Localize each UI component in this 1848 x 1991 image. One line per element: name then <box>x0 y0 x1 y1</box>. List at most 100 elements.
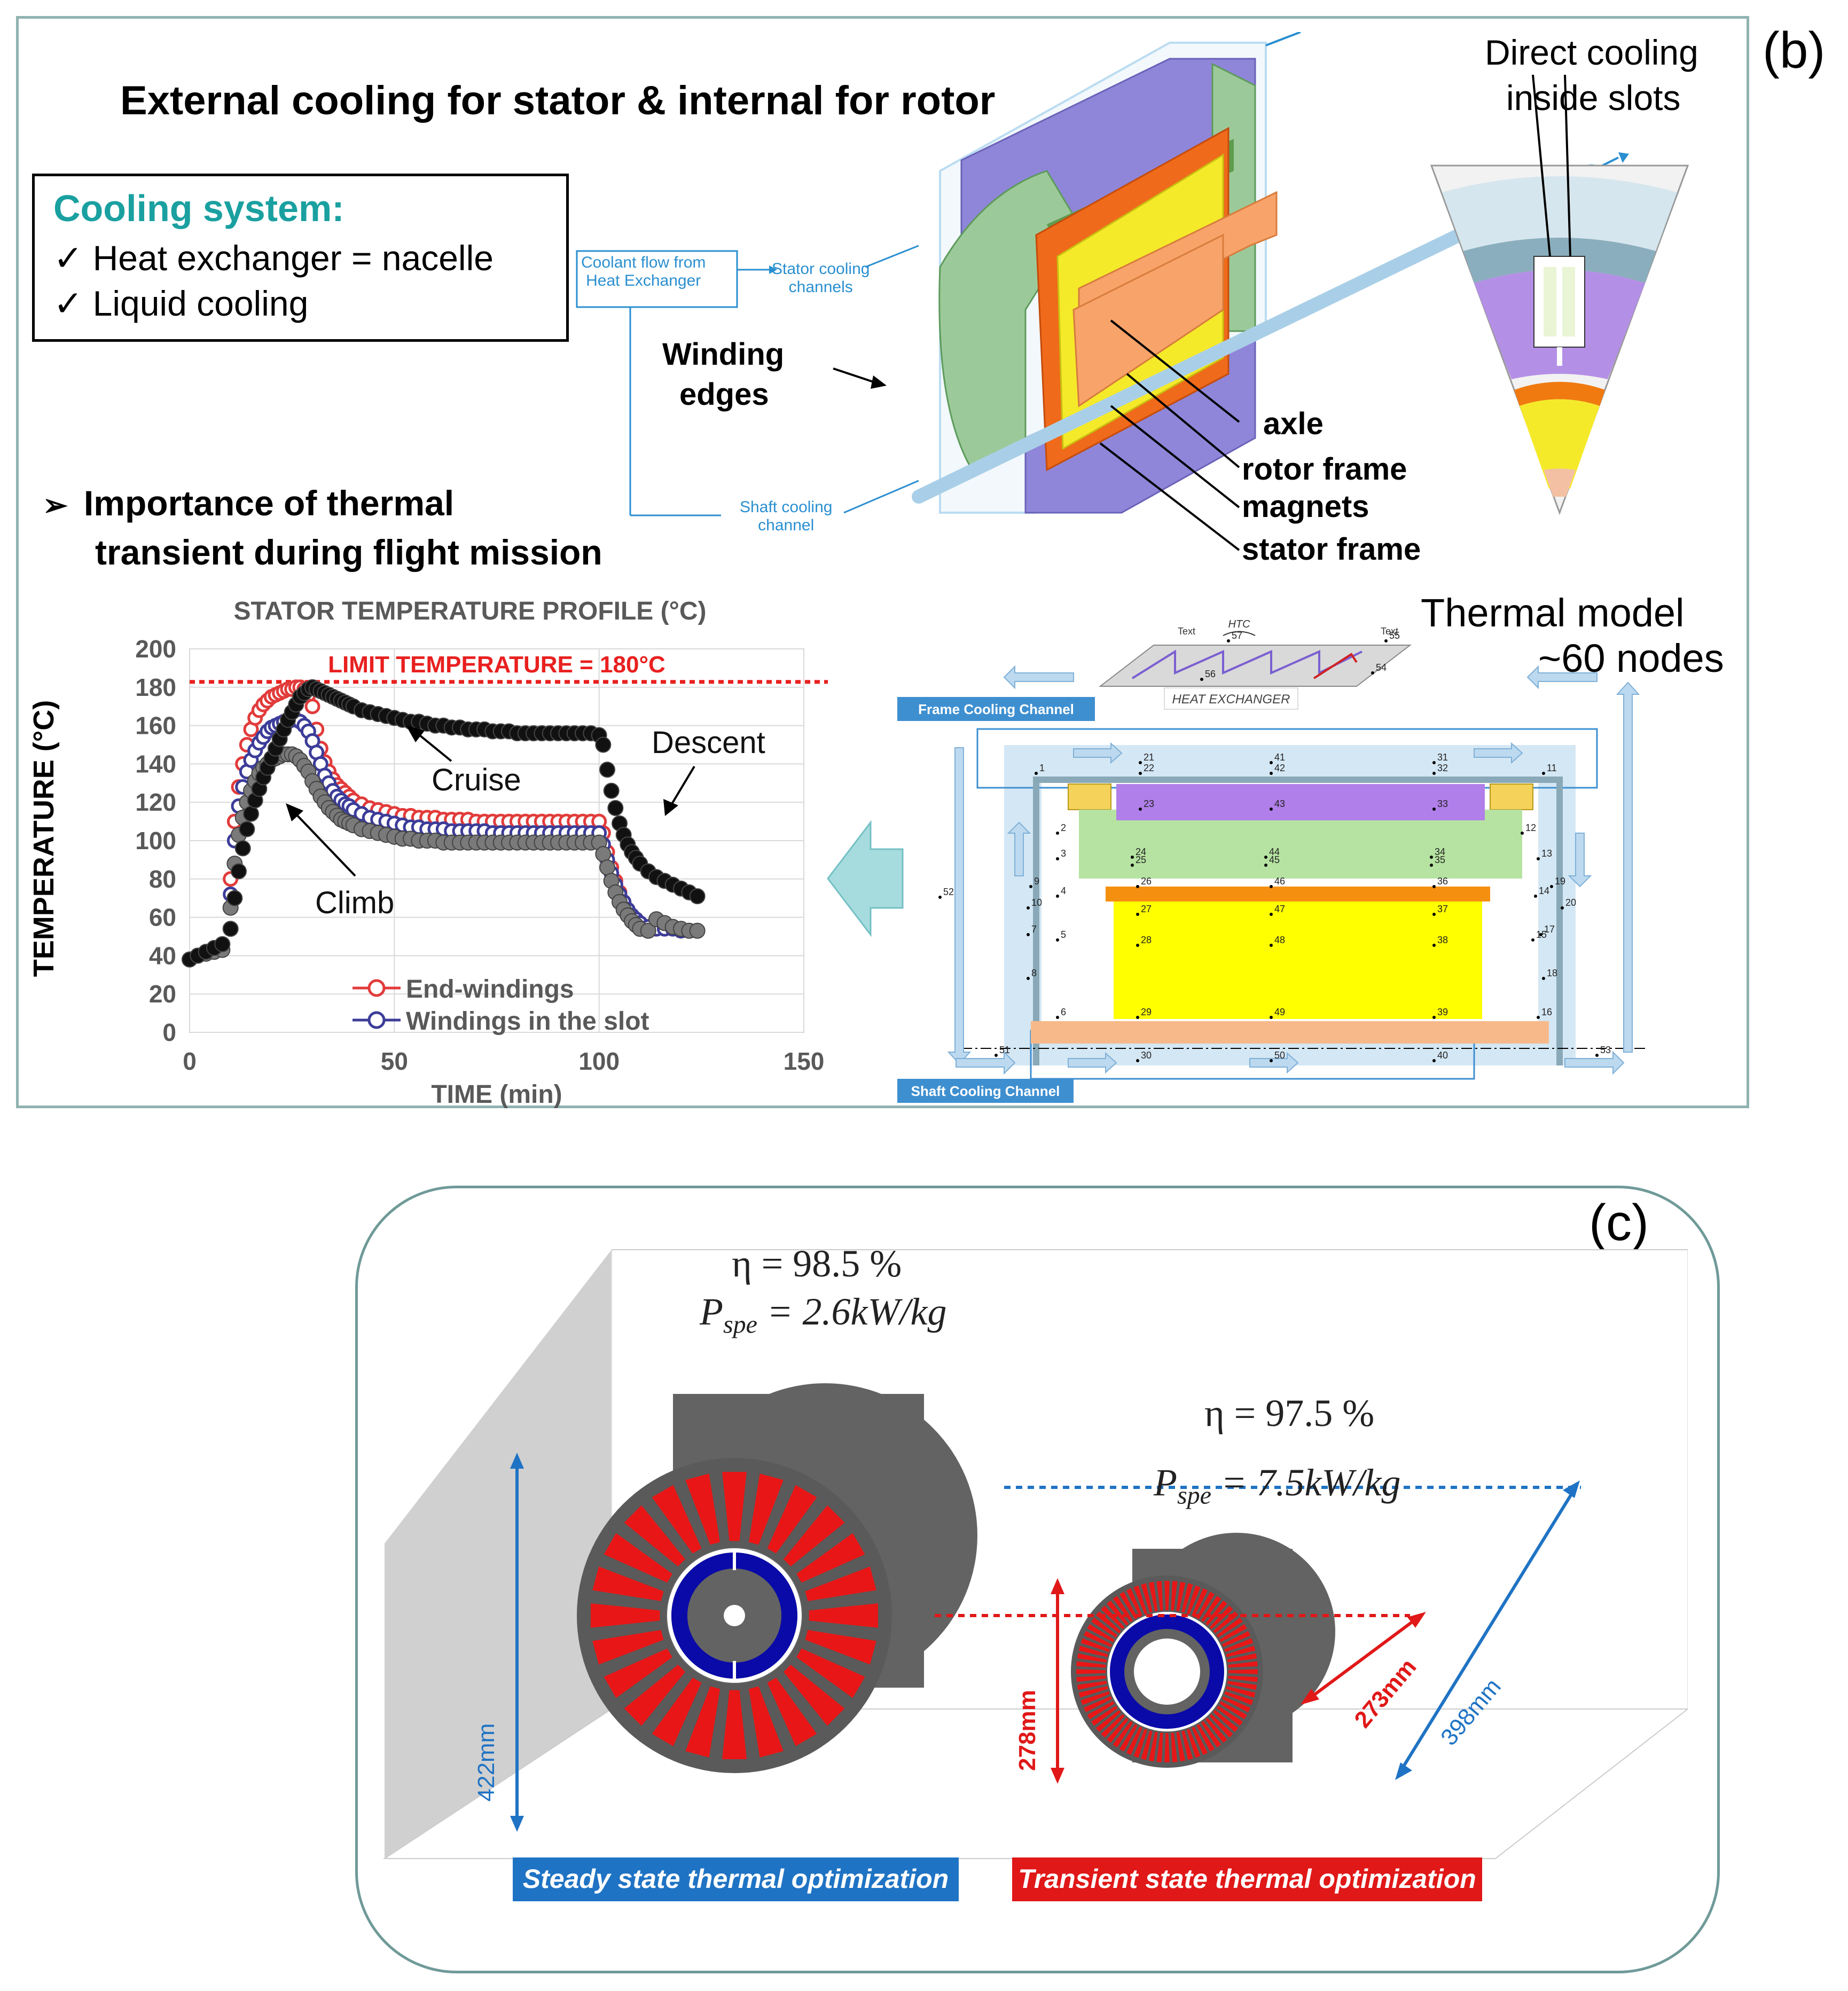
network-heat-exchanger <box>1099 645 1412 687</box>
stator-slot <box>1091 1617 1118 1638</box>
thermal-node-label: 21 <box>1144 752 1154 763</box>
stator-slot <box>1224 1638 1254 1652</box>
thermal-node-label: 31 <box>1437 752 1448 763</box>
motor-cutaway-diagram <box>576 32 1689 551</box>
stator-slot <box>1228 1669 1258 1674</box>
thermal-node-dot <box>1542 977 1545 980</box>
network-rotor <box>1114 902 1482 1019</box>
dim-398-line <box>1398 1486 1577 1774</box>
stator-slot <box>1107 1718 1129 1743</box>
thermal-node-label: 9 <box>1034 876 1039 887</box>
data-point <box>234 840 251 857</box>
thermal-node-dot <box>1056 938 1059 942</box>
limit-label: LIMIT TEMPERATURE = 180°C <box>328 652 665 678</box>
stator-channels-text: Stator cooling channels <box>772 260 870 296</box>
stator-slot <box>1087 1624 1115 1642</box>
stator-slot <box>1205 1600 1227 1626</box>
caption-transient: Transient state thermal optimization <box>1012 1857 1482 1901</box>
thermal-node-label: 24 <box>1136 846 1146 857</box>
stator-slot <box>748 1686 784 1758</box>
dim-273-line <box>1305 1614 1422 1703</box>
thermal-node-label: 28 <box>1141 935 1152 945</box>
cooling-system-box: Cooling system: ✓ Heat exchanger = nacel… <box>32 174 569 342</box>
data-point <box>689 888 706 905</box>
annotation-descent: Descent <box>652 725 765 760</box>
stator-slot <box>590 1603 660 1628</box>
caption-steady: Steady state thermal optimization <box>513 1857 959 1901</box>
thermal-node-dot <box>1270 772 1273 775</box>
coolant-flow-box <box>576 250 738 308</box>
hx-hot-coil <box>1313 653 1358 679</box>
stator-slot <box>1201 1721 1221 1747</box>
thermal-node-label: 52 <box>943 887 954 897</box>
data-point <box>231 863 247 880</box>
stator-slot <box>1076 1669 1106 1674</box>
stator-slot <box>1087 1701 1115 1720</box>
stator-slot <box>722 1471 747 1541</box>
stator-slot <box>1077 1681 1107 1690</box>
stator-slot <box>1078 1645 1108 1657</box>
stator-slot <box>604 1533 672 1583</box>
thermal-node-label: 13 <box>1541 848 1552 859</box>
thermal-node-label: 54 <box>1376 662 1387 673</box>
hx-coil <box>1131 649 1362 679</box>
stator-slot <box>1107 1600 1129 1626</box>
stator-slot <box>624 1665 685 1726</box>
thermal-node-label: 27 <box>1141 904 1152 914</box>
thermal-node-dot <box>1136 885 1139 888</box>
dimension-arrowheads <box>510 1453 1580 1832</box>
data-point <box>595 736 612 753</box>
cruise-arrow-icon <box>406 725 425 742</box>
stator-slot <box>1216 1705 1243 1726</box>
stator-slot <box>1196 1724 1215 1752</box>
thermal-model-title: Thermal model <box>1421 591 1685 635</box>
stator-slot <box>784 1505 845 1566</box>
thermal-node-label: 29 <box>1141 1007 1152 1017</box>
thermal-node-dot <box>1542 772 1545 775</box>
data-point <box>607 799 624 816</box>
data-point <box>304 699 320 715</box>
legend-marker-slot <box>367 1011 386 1029</box>
climb-arrow <box>293 811 356 877</box>
stator-slot <box>1171 1581 1178 1611</box>
network-stator-core <box>1116 784 1485 820</box>
stator-slot <box>1119 1724 1138 1752</box>
stator-temperature-chart: STATOR TEMPERATURE PROFILE (°C) 02040608… <box>32 597 828 1109</box>
data-point <box>599 762 615 778</box>
stator-slot <box>1113 1721 1133 1747</box>
thermal-node-label: 33 <box>1437 798 1448 809</box>
stator-slot <box>1209 1605 1233 1629</box>
stator-slot <box>1091 1705 1118 1726</box>
x-tick-label: 0 <box>183 1047 197 1075</box>
rotor-frame-leader <box>1126 373 1240 468</box>
stator-slot <box>1186 1585 1201 1614</box>
legend-label-slot: Windings in the slot <box>406 1007 649 1036</box>
magnets-leader <box>1110 405 1240 508</box>
x-tick-label: 100 <box>578 1047 620 1075</box>
thermal-node-label: 49 <box>1274 1007 1285 1017</box>
thermal-node-dot <box>1136 913 1139 916</box>
importance-text: ➢Importance of thermal transient during … <box>43 480 602 576</box>
thermal-node-dot <box>1264 856 1267 859</box>
end-winding-left <box>1068 783 1111 810</box>
back-wall <box>385 1250 612 1859</box>
data-point <box>243 805 259 822</box>
thermal-node-label: 36 <box>1437 876 1448 887</box>
text-right-label: Text <box>1381 626 1398 637</box>
stator-slot <box>685 1686 721 1758</box>
importance-line-2: transient during flight mission <box>95 532 602 572</box>
thermal-node-dot <box>1531 938 1534 942</box>
axle-label: axle <box>1263 406 1324 441</box>
stator-slot <box>1095 1710 1121 1732</box>
network-magnets <box>1106 887 1490 902</box>
stator-slot <box>1228 1675 1258 1682</box>
annotation-climb: Climb <box>315 885 394 920</box>
data-point <box>599 859 615 876</box>
descent-arrow-icon <box>663 799 678 816</box>
stator-slot <box>784 1665 845 1726</box>
shaft-outlet-arrow-icon <box>1618 152 1629 163</box>
stator-channels-label: Stator cooling channels <box>772 260 870 296</box>
thermal-node-dot <box>1550 885 1553 888</box>
thermal-node-dot <box>1270 808 1273 811</box>
